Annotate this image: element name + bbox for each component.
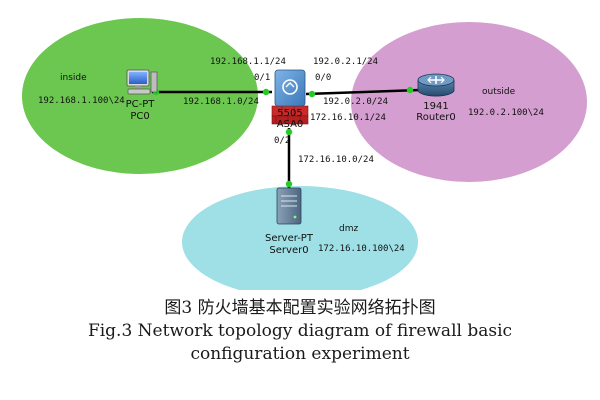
port-status-asa-dmz-icon: [285, 128, 293, 136]
server-ip-label: 172.16.10.100\24: [318, 244, 405, 254]
pc-name-label: PC0: [130, 111, 149, 122]
dmz-zone-label: dmz: [339, 224, 358, 234]
router-icon[interactable]: [417, 73, 455, 97]
asa-firewall-icon[interactable]: [271, 69, 309, 125]
inside-interface-label: 0/1: [254, 73, 270, 83]
outside-zone-label: outside: [482, 87, 516, 97]
asa-name-label: ASA0: [277, 119, 304, 130]
pc-type-label: PC-PT: [126, 99, 156, 110]
outside-zone: [351, 22, 587, 182]
pc-ip-label: 192.168.1.100\24: [38, 96, 125, 106]
asa-model-label: 5505: [277, 108, 302, 119]
port-status-asa-inside-icon: [262, 88, 270, 96]
caption-english-line2: configuration experiment: [190, 344, 410, 364]
outside-network-label: 192.0.2.0/24: [323, 97, 388, 107]
inside-zone: [22, 18, 258, 174]
port-status-asa-outside-icon: [308, 90, 316, 98]
dmz-network-label: 172.16.10.0/24: [298, 155, 374, 165]
figure-caption: 图3 防火墙基本配置实验网络拓扑图 Fig.3 Network topology…: [0, 296, 600, 366]
pc-icon[interactable]: [126, 69, 158, 95]
dmz-zone: [182, 186, 418, 290]
router-model-label: 1941: [423, 101, 448, 112]
server-icon[interactable]: [276, 187, 302, 225]
router-ip-label: 192.0.2.100\24: [468, 108, 544, 118]
outside-gateway-label: 192.0.2.1/24: [313, 57, 378, 67]
server-name-label: Server0: [269, 245, 308, 256]
port-status-router-icon: [406, 86, 414, 94]
outside-interface-label: 0/0: [315, 73, 331, 83]
dmz-interface-label: 0/2: [274, 136, 290, 146]
caption-english-line1: Fig.3 Network topology diagram of firewa…: [87, 321, 513, 341]
inside-network-label: 192.168.1.0/24: [183, 97, 259, 107]
network-topology-diagram: inside outside dmz 192.168.1.100\24 PC-P…: [22, 18, 587, 290]
router-name-label: Router0: [416, 112, 456, 123]
port-status-server-icon: [285, 180, 293, 188]
caption-chinese: 图3 防火墙基本配置实验网络拓扑图: [164, 298, 436, 318]
server-type-label: Server-PT: [265, 233, 314, 244]
inside-zone-label: inside: [60, 73, 87, 83]
link-asa-router: [305, 88, 421, 96]
inside-gateway-label: 192.168.1.1/24: [210, 57, 286, 67]
dmz-gateway-label: 172.16.10.1/24: [310, 113, 386, 123]
